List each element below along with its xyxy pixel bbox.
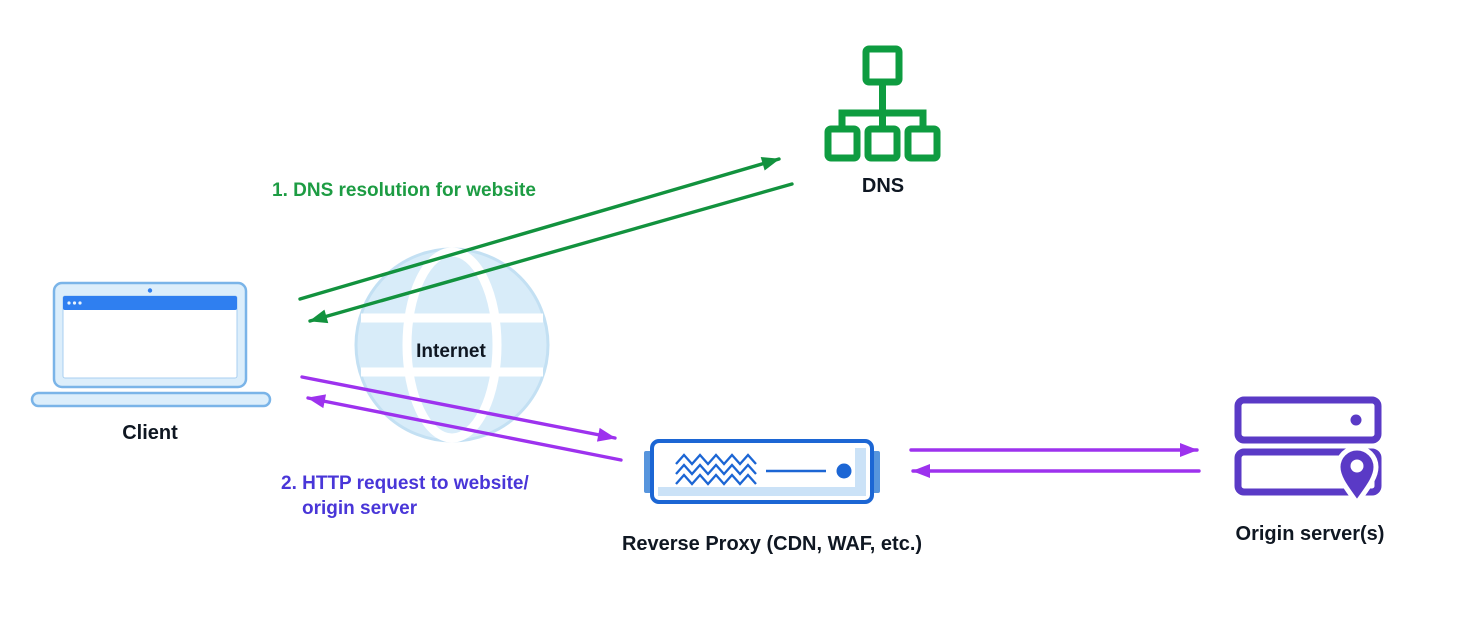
server-appliance-icon — [644, 439, 880, 504]
annotation-http-request-line1: 2. HTTP request to website/ — [281, 473, 529, 494]
browser-titlebar — [63, 296, 237, 310]
annotation-http-request: 2. HTTP request to website/ origin serve… — [281, 471, 529, 521]
globe-icon — [354, 247, 550, 443]
laptop-camera-dot — [147, 288, 153, 293]
laptop-icon — [30, 281, 272, 408]
internet-label: Internet — [416, 341, 486, 362]
annotation-http-request-line2: origin server — [302, 498, 418, 519]
client-label: Client — [122, 422, 178, 444]
arrow-client-to-proxy — [300, 375, 617, 442]
arrow-dns-to-client — [308, 182, 794, 324]
origin-label: Origin server(s) — [1235, 523, 1385, 545]
network-tree-icon — [824, 45, 941, 162]
flow-arrows — [298, 157, 1201, 478]
proxy-mesh-pattern — [675, 453, 757, 486]
reverse-proxy-label: Reverse Proxy (CDN, WAF, etc.) — [621, 533, 923, 555]
dns-label: DNS — [861, 175, 905, 197]
server-stack-location-pin-icon — [1234, 396, 1382, 508]
proxy-indicator-dot — [836, 463, 852, 479]
arrow-proxy-to-client — [306, 394, 623, 462]
arrow-client-to-dns — [298, 157, 781, 301]
location-pin-icon — [1335, 445, 1379, 508]
annotation-dns-resolution: 1. DNS resolution for website — [272, 180, 536, 201]
